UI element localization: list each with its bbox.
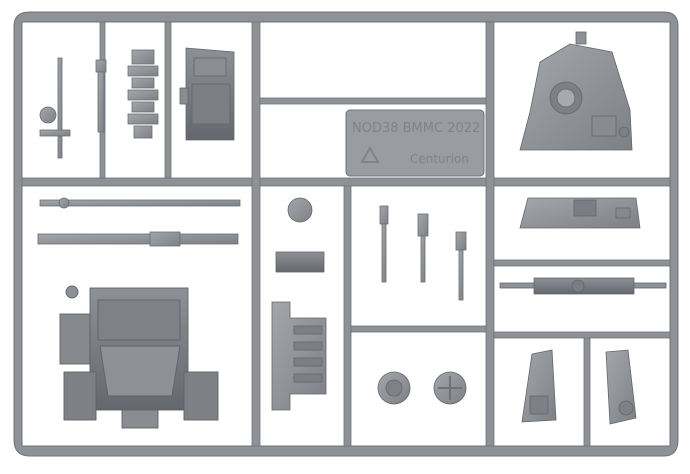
gun-barrel-part xyxy=(499,277,667,295)
turret-mantlet-part xyxy=(519,31,633,151)
track-link-part xyxy=(271,301,327,411)
sprue-tab: NOD38 BMMC 2022 Centurion xyxy=(345,109,485,177)
turret-rear-part xyxy=(519,197,641,229)
gun-rod-lower-part xyxy=(37,231,239,247)
machine-gun-part-2 xyxy=(417,213,429,283)
cupola-part-1 xyxy=(377,371,411,405)
cupola-part-2 xyxy=(433,371,467,405)
hull-part xyxy=(59,285,219,429)
sprue-runners xyxy=(21,21,671,447)
round-hatch-part xyxy=(287,197,313,223)
small-pin-part xyxy=(95,59,107,133)
sprue-code-text: NOD38 BMMC 2022 xyxy=(352,121,480,136)
sprue-model-text: Centurion xyxy=(410,152,469,166)
machine-gun-part-3 xyxy=(455,231,467,301)
small-antenna-part xyxy=(39,57,71,159)
block-part xyxy=(275,251,325,273)
side-plate-right-part xyxy=(605,349,637,425)
side-plate-left-part xyxy=(521,349,557,423)
gun-rod-upper-part xyxy=(39,197,241,209)
suspension-spring-part xyxy=(127,49,159,139)
machine-gun-part-1 xyxy=(379,205,389,283)
sprue-frame xyxy=(13,11,679,457)
stowage-box-part xyxy=(179,47,235,141)
recycle-triangle-icon xyxy=(360,145,380,163)
